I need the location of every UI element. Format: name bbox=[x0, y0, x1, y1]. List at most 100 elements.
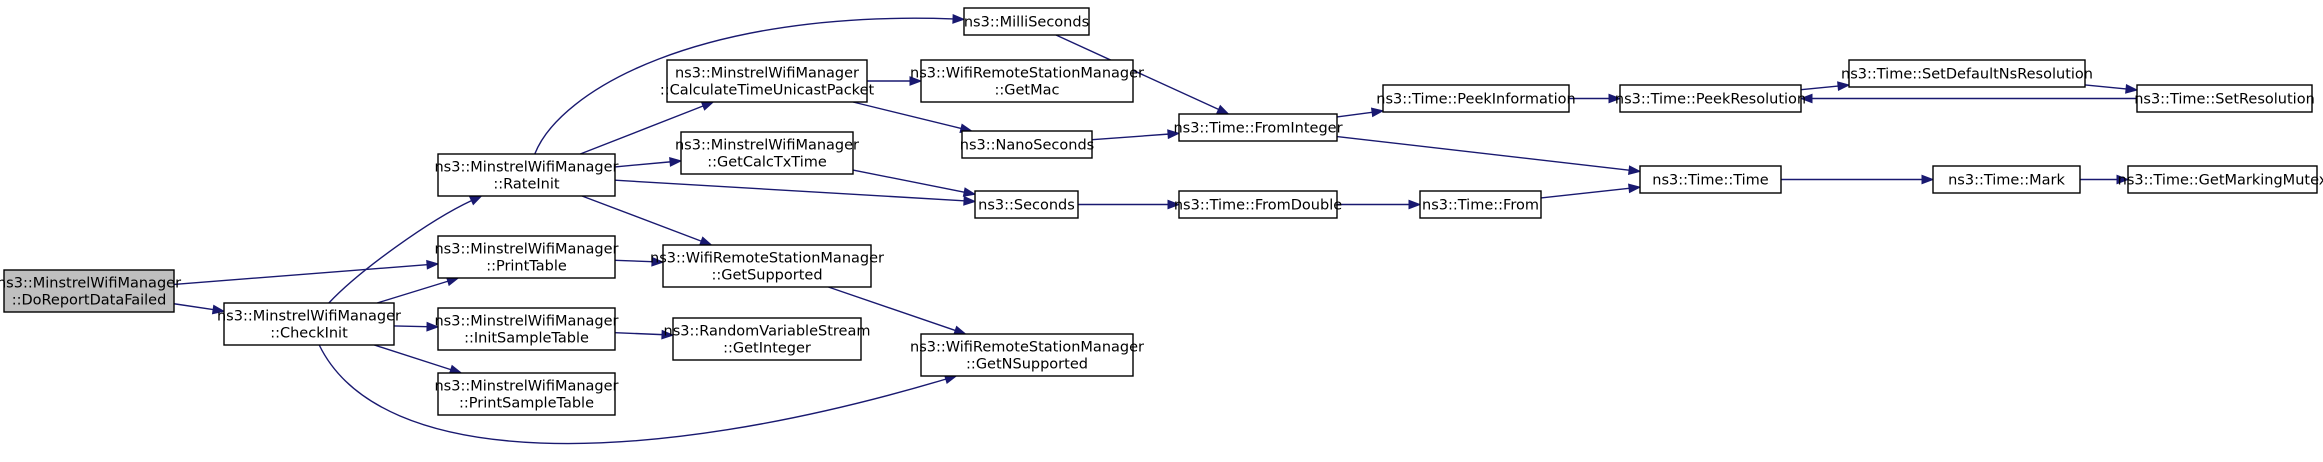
node-rateinit[interactable]: ns3::MinstrelWifiManager::RateInit bbox=[434, 153, 619, 197]
node-box bbox=[1932, 165, 2081, 194]
node-label: ns3::MinstrelWifiManager bbox=[434, 160, 618, 176]
edge-line bbox=[328, 200, 472, 304]
edge-line bbox=[1336, 111, 1373, 118]
node-box bbox=[920, 59, 1134, 103]
node-box bbox=[974, 190, 1079, 219]
node-box bbox=[920, 333, 1134, 377]
node-printsample[interactable]: ns3::MinstrelWifiManager::PrintSampleTab… bbox=[434, 372, 619, 416]
arrowhead bbox=[1167, 129, 1181, 140]
edge-line bbox=[1091, 133, 1169, 141]
node-box bbox=[1419, 190, 1542, 219]
node-getsupported[interactable]: ns3::WifiRemoteStationManager::GetSuppor… bbox=[650, 244, 884, 288]
node-fromdouble[interactable]: ns3::Time::FromDouble bbox=[1174, 190, 1342, 219]
arrowhead bbox=[952, 13, 966, 24]
node-setdefault[interactable]: ns3::Time::SetDefaultNsResolution bbox=[1841, 59, 2093, 88]
node-box bbox=[1639, 165, 1782, 194]
node-time[interactable]: ns3::Time::Time bbox=[1639, 165, 1782, 194]
edge-mark-to-mutex bbox=[2080, 174, 2130, 185]
arrowhead bbox=[661, 329, 675, 340]
node-box bbox=[963, 7, 1090, 36]
edge-line bbox=[614, 161, 671, 168]
node-box bbox=[1848, 59, 2086, 88]
node-label: ns3::RandomVariableStream bbox=[664, 324, 871, 340]
node-getmac[interactable]: ns3::WifiRemoteStationManager::GetMac bbox=[910, 59, 1144, 103]
node-from[interactable]: ns3::Time::From bbox=[1419, 190, 1542, 219]
edge-line bbox=[614, 331, 663, 336]
edge-line bbox=[1055, 34, 1219, 111]
edge-line bbox=[374, 344, 451, 371]
arrowhead bbox=[953, 325, 967, 335]
node-box bbox=[961, 130, 1093, 159]
node-mark[interactable]: ns3::Time::Mark bbox=[1932, 165, 2081, 194]
node-label: ns3::Time::FromInteger bbox=[1173, 121, 1342, 137]
edge-nano-to-fromint bbox=[1091, 129, 1181, 141]
node-label: ns3::Time::PeekResolution bbox=[1615, 92, 1806, 108]
node-box bbox=[1619, 84, 1802, 113]
node-label: ::GetCalcTxTime bbox=[707, 155, 827, 171]
node-label: ns3::Time::SetResolution bbox=[2134, 92, 2315, 108]
arrowhead bbox=[468, 195, 483, 206]
arrowhead bbox=[651, 256, 665, 267]
node-getnsupported[interactable]: ns3::WifiRemoteStationManager::GetNSuppo… bbox=[910, 333, 1144, 377]
node-initsample[interactable]: ns3::MinstrelWifiManager::InitSampleTabl… bbox=[434, 307, 619, 351]
node-getinteger[interactable]: ns3::RandomVariableStream::GetInteger bbox=[664, 317, 871, 361]
edge-getcalctx-to-seconds bbox=[852, 169, 977, 197]
node-label: ns3::MinstrelWifiManager bbox=[434, 314, 618, 330]
node-getcalctx[interactable]: ns3::MinstrelWifiManager::GetCalcTxTime bbox=[675, 131, 859, 175]
node-box bbox=[3, 269, 175, 313]
node-label: ::GetInteger bbox=[723, 341, 811, 357]
edge-line bbox=[534, 17, 954, 155]
edge-initsample-to-getinteger bbox=[614, 329, 675, 340]
edge-line bbox=[614, 179, 965, 202]
edge-checkinit-to-printtable bbox=[376, 276, 460, 304]
arrowhead bbox=[1408, 199, 1422, 210]
node-doreport[interactable]: ns3::MinstrelWifiManager::DoReportDataFa… bbox=[0, 269, 181, 313]
node-label: ns3::WifiRemoteStationManager bbox=[910, 66, 1144, 82]
arrowhead bbox=[1628, 165, 1642, 175]
node-label: ns3::Seconds bbox=[978, 198, 1075, 214]
node-setres[interactable]: ns3::Time::SetResolution bbox=[2134, 84, 2315, 113]
node-seconds[interactable]: ns3::Seconds bbox=[974, 190, 1079, 219]
edge-rateinit-to-milli bbox=[534, 13, 966, 155]
node-label: ns3::WifiRemoteStationManager bbox=[910, 340, 1144, 356]
node-peekres[interactable]: ns3::Time::PeekResolution bbox=[1615, 84, 1806, 113]
node-label: ns3::Time::Mark bbox=[1948, 173, 2065, 189]
edge-setres-to-peekres bbox=[1799, 93, 2137, 104]
edge-rateinit-to-getcalctx bbox=[614, 157, 683, 168]
node-label: ::DoReportDataFailed bbox=[12, 293, 167, 309]
node-calctime[interactable]: ns3::MinstrelWifiManager::CalculateTimeU… bbox=[660, 59, 875, 103]
node-box bbox=[662, 244, 872, 288]
nodes-layer: ns3::MinstrelWifiManager::DoReportDataFa… bbox=[0, 7, 2323, 416]
node-label: ns3::Time::SetDefaultNsResolution bbox=[1841, 67, 2093, 83]
edge-line bbox=[579, 105, 704, 155]
node-mutex[interactable]: ns3::Time::GetMarkingMutex bbox=[2118, 165, 2323, 194]
edge-line bbox=[828, 286, 956, 332]
node-label: ns3::MinstrelWifiManager bbox=[0, 276, 181, 292]
node-nano[interactable]: ns3::NanoSeconds bbox=[960, 130, 1094, 159]
edge-fromdouble-to-from bbox=[1337, 199, 1422, 210]
arrowhead bbox=[699, 236, 713, 246]
arrowhead bbox=[426, 321, 440, 332]
node-box bbox=[666, 59, 868, 103]
node-printtable[interactable]: ns3::MinstrelWifiManager::PrintTable bbox=[434, 235, 619, 279]
edges-layer bbox=[173, 13, 2139, 445]
edge-calctime-to-getmac bbox=[867, 76, 923, 86]
node-label: ns3::Time::GetMarkingMutex bbox=[2118, 173, 2323, 189]
node-label: ns3::NanoSeconds bbox=[960, 138, 1094, 154]
node-label: ::GetMac bbox=[995, 83, 1060, 99]
edge-line bbox=[1540, 187, 1630, 199]
node-label: ns3::MilliSeconds bbox=[964, 15, 1089, 31]
arrowhead bbox=[2125, 83, 2139, 94]
edge-peekinfo-to-peekres bbox=[1569, 93, 1622, 104]
node-milli[interactable]: ns3::MilliSeconds bbox=[963, 7, 1090, 36]
node-fromint[interactable]: ns3::Time::FromInteger bbox=[1173, 113, 1343, 142]
node-peekinfo[interactable]: ns3::Time::PeekInformation bbox=[1376, 84, 1576, 113]
edge-time-to-mark bbox=[1781, 174, 1935, 185]
edge-doreport-to-checkinit bbox=[173, 303, 226, 315]
node-checkinit[interactable]: ns3::MinstrelWifiManager::CheckInit bbox=[217, 302, 401, 346]
node-label: ns3::MinstrelWifiManager bbox=[434, 242, 618, 258]
node-label: ns3::MinstrelWifiManager bbox=[434, 379, 618, 395]
arrowhead bbox=[909, 76, 923, 86]
node-label: ::GetNSupported bbox=[966, 357, 1088, 373]
